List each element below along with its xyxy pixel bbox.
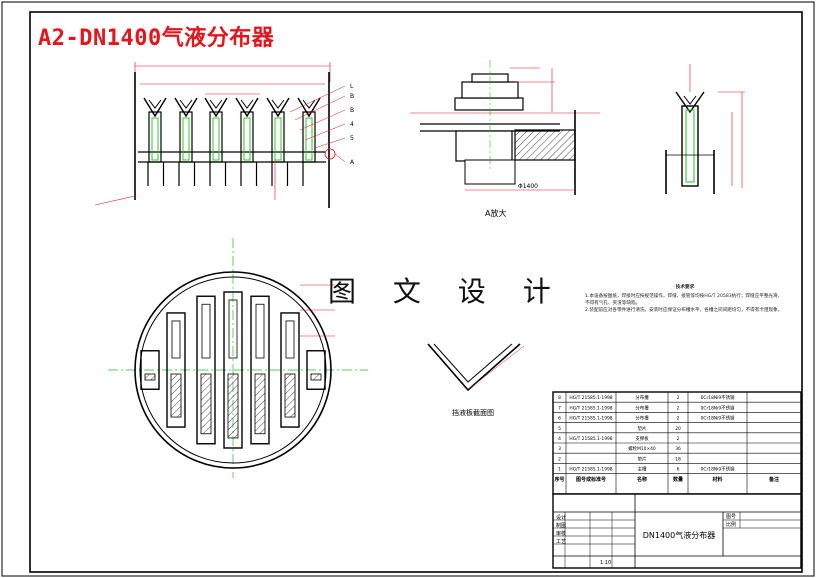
bom-header-cell: 材料 xyxy=(712,476,722,483)
leader-letter-5: 5 xyxy=(350,135,354,142)
bom-cell: 18 xyxy=(675,456,681,462)
bom-cell: 8 xyxy=(558,395,561,401)
v-trough xyxy=(143,97,167,163)
bom-cell: HG/T 21585.1-1998 xyxy=(569,436,612,442)
bom-cell: 5 xyxy=(558,426,561,432)
title-block-label-6: 比例 xyxy=(726,521,736,528)
notes-title: 技术要求 xyxy=(675,285,695,290)
title-block-label-1: 设计 xyxy=(556,514,566,521)
leader-letter-1: L xyxy=(350,83,354,90)
bom-cell: 垫片 xyxy=(638,425,647,432)
front-view: L B B 4 5 A xyxy=(94,62,355,208)
slot xyxy=(280,312,300,428)
note-item-1: 1.本设备按图纸，焊接时应按规范操作，焊缝、接管等均按HG/T 20583执行；… xyxy=(585,293,783,306)
bom-cell: 0Cr18Ni9不锈钢 xyxy=(701,466,735,473)
drawing-scale: 1:10 xyxy=(600,560,611,566)
bom-cell: 0Cr18Ni9不锈钢 xyxy=(701,394,735,401)
leader-letter-3: B xyxy=(350,107,354,114)
bom-cell: 6 xyxy=(558,416,561,422)
bom-cell: 36 xyxy=(675,446,681,452)
bom-cell: 2 xyxy=(677,436,680,442)
plan-view xyxy=(108,238,368,478)
bom-cell: 2 xyxy=(677,395,680,401)
section-a-label: A放大 xyxy=(485,208,506,218)
bom-cell: 分布槽 xyxy=(635,415,649,422)
drawing-title: A2-DN1400气液分布器 xyxy=(38,26,275,51)
bom-cell: 4 xyxy=(558,436,561,442)
slot xyxy=(223,291,243,449)
bom-header-cell: 名称 xyxy=(637,476,647,483)
title-block-label-2: 制图 xyxy=(556,522,566,529)
bom-cell: 20 xyxy=(675,426,681,432)
bom-cell: 6 xyxy=(677,467,680,473)
baffle-detail-view: 挡液板截面图 xyxy=(427,343,525,417)
title-block-label-3: 审核 xyxy=(556,530,566,537)
bom-header-cell: 图号或标准号 xyxy=(576,476,606,483)
bom-cell: 2 xyxy=(677,416,680,422)
v-trough xyxy=(297,97,321,163)
slot xyxy=(166,312,186,428)
title-block-label-5: 图号 xyxy=(726,514,736,520)
bom-cell: 0Cr18Ni9不锈钢 xyxy=(701,415,735,422)
bom-cell: HG/T 21585.1-1998 xyxy=(569,467,612,473)
bom-cell: 垫片 xyxy=(638,455,647,462)
bom-cell: 分布槽 xyxy=(635,404,649,411)
leader-letter-2: B xyxy=(350,93,354,100)
bom-cell: 7 xyxy=(558,405,561,411)
bom-cell: 支撑板 xyxy=(635,435,649,442)
bom-header-cell: 数量 xyxy=(673,476,683,483)
drawing-name: DN1400气液分布器 xyxy=(643,530,716,540)
bom-cell: 2 xyxy=(558,456,561,462)
slot xyxy=(196,295,216,445)
bom-cell: HG/T 21585.1-1998 xyxy=(569,405,612,411)
watermark-text: 图 文 设 计 xyxy=(328,275,565,308)
section-a-view: Φ1400 A放大 xyxy=(410,60,600,218)
section-width-dim: Φ1400 xyxy=(518,183,538,190)
bom-cell: 螺栓M10×40 xyxy=(628,445,656,452)
v-trough xyxy=(266,97,290,163)
bom-cell: 主槽 xyxy=(638,466,647,473)
slot xyxy=(140,350,160,390)
slot xyxy=(306,350,326,390)
bom-cell: 3 xyxy=(558,446,561,452)
technical-notes: 技术要求 1.本设备按图纸，焊接时应按规范操作，焊缝、接管等均按HG/T 205… xyxy=(585,285,785,316)
v-trough-group xyxy=(143,97,321,163)
v-trough xyxy=(174,97,198,163)
v-trough xyxy=(235,97,259,163)
bom-header-cell: 序号 xyxy=(553,476,564,483)
bom-cell: HG/T 21585.1-1998 xyxy=(569,416,612,422)
distribution-slots xyxy=(140,291,326,449)
inner-border xyxy=(29,11,803,573)
side-view xyxy=(665,64,745,194)
bom-cell: HG/T 21585.1-1998 xyxy=(569,395,612,401)
title-block: 设计 制图 审核 工艺 图号 比例 DN1400气液分布器 1:10 xyxy=(552,493,802,569)
leader-letter-4: 4 xyxy=(350,121,354,128)
leader-letter-6: A xyxy=(350,159,355,166)
bom-header-cell: 备注 xyxy=(768,476,779,483)
bom-cell: 1 xyxy=(558,467,561,473)
title-block-label-4: 工艺 xyxy=(556,539,566,545)
support-rods xyxy=(147,162,304,186)
baffle-detail-label: 挡液板截面图 xyxy=(452,408,494,417)
note-item-2: 2.装配前应对各零件进行清洗，安装时应保证分布槽水平，各槽之间间距均匀，不得有卡… xyxy=(585,308,783,314)
bom-cell: 分布槽 xyxy=(635,394,649,401)
slot xyxy=(250,295,270,445)
bom-cell: 2 xyxy=(677,405,680,411)
v-trough xyxy=(204,97,228,163)
bom-cell: 0Cr18Ni9不锈钢 xyxy=(701,404,735,411)
